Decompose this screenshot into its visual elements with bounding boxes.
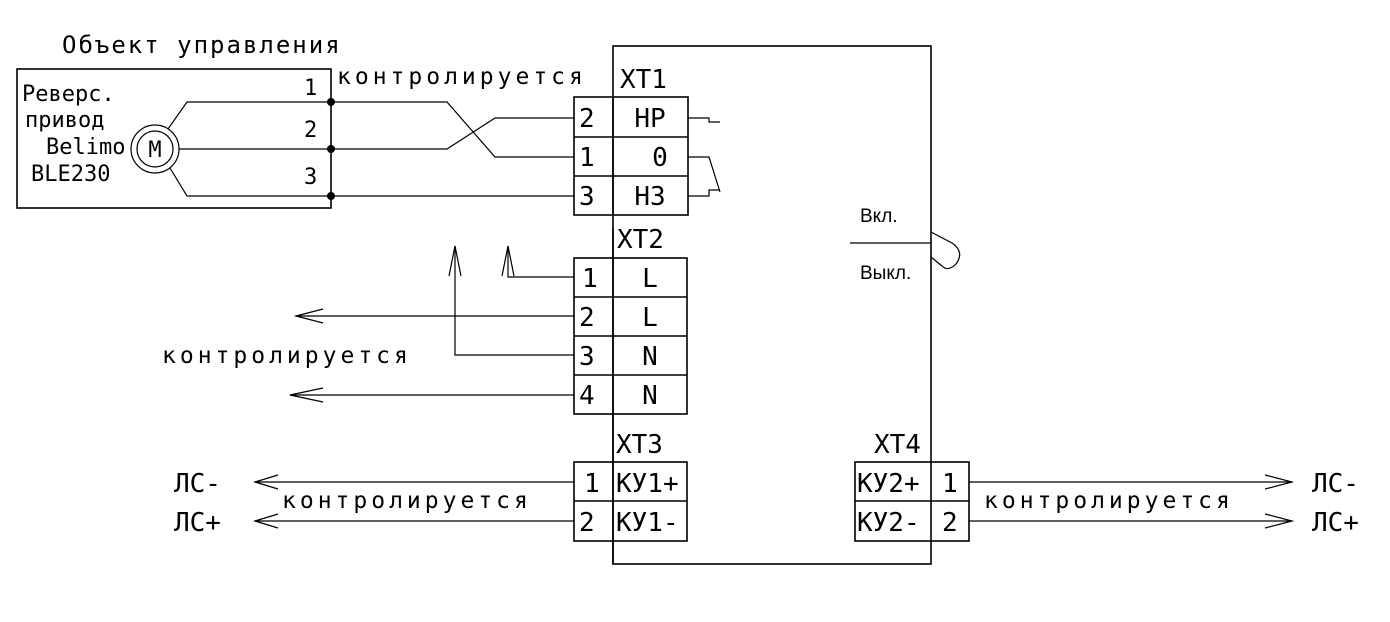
line-signal-right-plus: ЛС+: [1312, 508, 1359, 538]
line-signal-left-minus: ЛС-: [174, 469, 221, 499]
relay-contact-icon: [688, 117, 721, 197]
control-object-title: Объект управления: [62, 31, 342, 59]
xt3-label: XT3: [616, 430, 663, 460]
wire-label-bottom-left: контролируется: [282, 488, 532, 514]
toggle-switch-lever[interactable]: [930, 231, 961, 270]
xt1-row-num: 3: [579, 182, 595, 212]
arrow-up-icon: [501, 245, 515, 277]
xt4-row-name: КУ2+: [857, 469, 920, 499]
xt2-row-num: 1: [582, 264, 598, 294]
terminal-block-xt2: XT2 1 L 2 L 3 N 4 N: [573, 225, 688, 420]
xt3-row-num: 2: [579, 508, 595, 538]
arrow-right-icon: [1264, 474, 1295, 490]
arrow-right-icon: [1264, 513, 1295, 529]
xt2-row-name: L: [642, 264, 658, 294]
xt2-row-name: L: [642, 303, 658, 333]
wire-xt2-3: [454, 246, 574, 356]
xt2-row-name: N: [642, 381, 658, 411]
xt1-row-num: 2: [579, 104, 595, 134]
wire-label-bottom-right: контролируется: [984, 488, 1234, 514]
motor-label: M: [148, 138, 161, 163]
device-line-2: привод: [25, 108, 104, 133]
arrow-left-icon: [293, 308, 324, 324]
xt1-row-name: НЗ: [634, 182, 665, 212]
xt2-row-num: 4: [579, 381, 595, 411]
terminal-block-xt4: XT4 КУ2+ 1 КУ2- 2: [854, 430, 970, 542]
wire-1-to-xt1-1: [331, 101, 574, 158]
xt2-row-name: N: [642, 342, 658, 372]
xt4-row-name: КУ2-: [857, 508, 920, 538]
xt1-row-name: НР: [634, 104, 665, 134]
xt3-row-name: КУ1+: [616, 469, 679, 499]
arrow-left-icon: [289, 387, 324, 403]
xt4-label: XT4: [874, 430, 921, 460]
object-terminal-2: 2: [304, 118, 317, 143]
xt3-row-name: КУ1-: [616, 508, 679, 538]
xt2-label: XT2: [617, 225, 664, 255]
object-terminal-3: 3: [304, 165, 317, 190]
wire-xt2-1: [507, 246, 574, 278]
arrow-left-icon: [252, 513, 279, 529]
xt3-row-num: 1: [584, 469, 600, 499]
motor-lead-1: [167, 101, 331, 130]
line-signal-right-minus: ЛС-: [1312, 469, 1359, 499]
device-line-1: Реверс.: [22, 82, 115, 107]
xt2-row-num: 2: [579, 303, 595, 333]
wire-2-to-xt1-2: [331, 117, 574, 150]
xt2-row-num: 3: [579, 342, 595, 372]
line-signal-left-plus: ЛС+: [174, 508, 221, 538]
device-line-3: Belimo: [46, 135, 125, 160]
xt1-label: XT1: [620, 65, 667, 95]
motor-icon: M: [130, 124, 180, 174]
wire-label-top: контролируется: [337, 64, 587, 90]
xt4-row-num: 2: [942, 508, 958, 538]
control-object: Объект управления Реверс. привод Belimo …: [16, 31, 342, 209]
switch-off-label: Выкл.: [860, 263, 911, 284]
switch-on-label: Вкл.: [860, 206, 898, 227]
object-terminal-1: 1: [304, 76, 317, 101]
arrow-left-icon: [252, 474, 279, 490]
device-line-4: BLE230: [31, 162, 110, 187]
motor-lead-3: [169, 167, 331, 197]
arrow-up-icon: [448, 245, 462, 277]
wire-label-middle-left: контролируется: [162, 343, 412, 369]
xt1-row-name: 0: [652, 143, 668, 173]
control-object-box: [16, 68, 332, 209]
xt4-row-num: 1: [942, 469, 958, 499]
terminal-block-xt1: XT1 2 НР 1 0 3 НЗ: [573, 65, 689, 216]
terminal-block-xt3: XT3 1 КУ1+ 2 КУ1-: [573, 420, 688, 564]
xt1-row-num: 1: [579, 143, 595, 173]
